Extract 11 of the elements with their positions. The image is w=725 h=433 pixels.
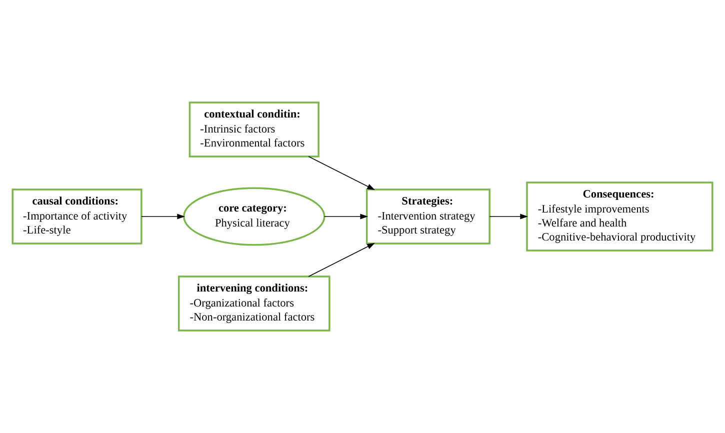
node-box: Consequences: -Lifestyle improvements -Welfare and health -Cognitive-behavioral productivity (526, 182, 714, 252)
arrow (308, 242, 375, 277)
arrow (489, 214, 528, 220)
arrow (324, 214, 368, 220)
node-ellipse: core category: Physical literacy (183, 187, 326, 246)
node-box: contextual conditin: -Intrinsic factors -Environmental factors (188, 102, 320, 158)
node-box: intervening conditions: -Organizational factors -Non-organizational factors (178, 276, 330, 332)
node-box: Strategies: -Intervention strategy -Support strategy (366, 188, 490, 244)
arrow (308, 156, 375, 190)
node-box: causal conditions: -Importance of activity -Life-style (12, 188, 142, 244)
arrow (141, 214, 186, 220)
